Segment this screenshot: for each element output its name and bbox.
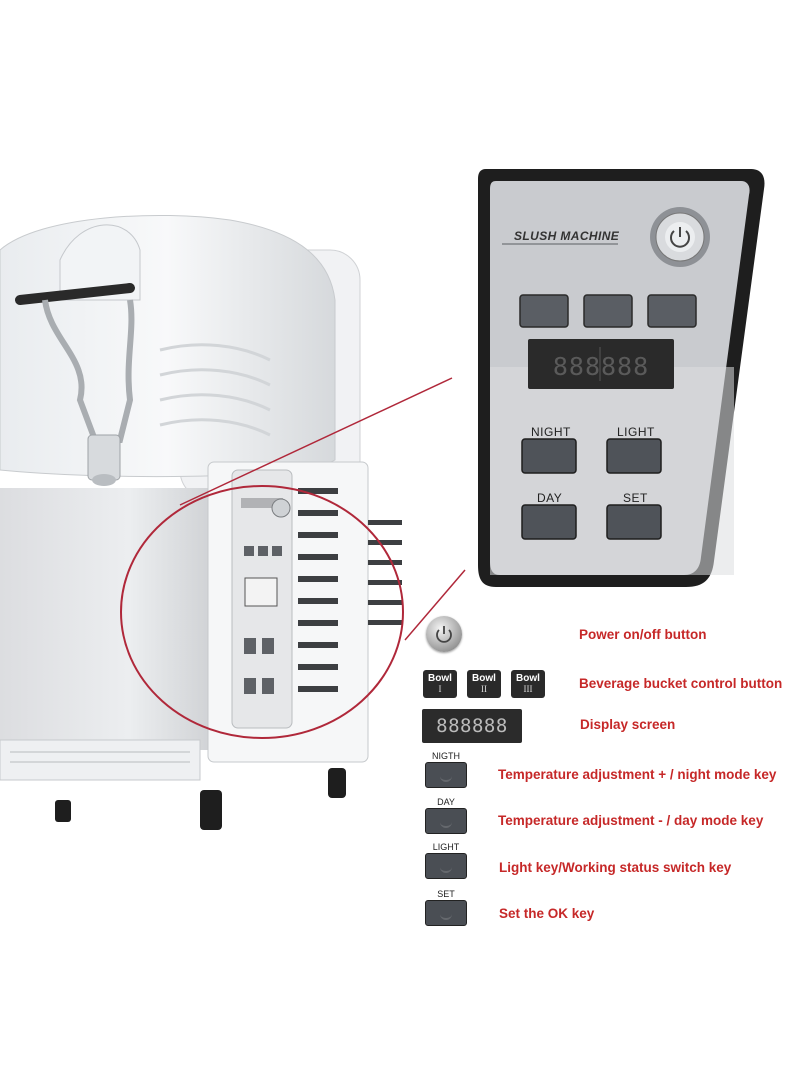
night-key-icon bbox=[425, 762, 467, 788]
legend-display: Display screen bbox=[580, 717, 676, 732]
bowl-1-button[interactable] bbox=[519, 294, 569, 328]
legend-light: Light key/Working status switch key bbox=[499, 860, 732, 875]
day-key[interactable] bbox=[521, 504, 577, 540]
night-label: NIGHT bbox=[531, 425, 571, 439]
set-key-label: SET bbox=[437, 889, 455, 899]
nigth-key-label: NIGTH bbox=[432, 751, 460, 761]
light-key[interactable] bbox=[606, 438, 662, 474]
legend-night: Temperature adjustment + / night mode ke… bbox=[498, 767, 777, 782]
panel-brand: SLUSH MACHINE bbox=[514, 229, 620, 243]
bowl-3-button[interactable] bbox=[647, 294, 697, 328]
light-key-label: LIGHT bbox=[432, 842, 460, 852]
panel-display-digits: 888888 bbox=[552, 352, 650, 381]
led-display bbox=[528, 339, 674, 389]
day-key-label: DAY bbox=[437, 797, 455, 807]
night-key[interactable] bbox=[521, 438, 577, 474]
slush-machine-photo bbox=[0, 214, 466, 830]
legend-day: Temperature adjustment - / day mode key bbox=[498, 813, 764, 828]
legend-bowl: Beverage bucket control button bbox=[579, 676, 783, 691]
control-panel bbox=[478, 169, 765, 587]
power-button[interactable] bbox=[650, 207, 710, 267]
day-key-icon bbox=[425, 808, 467, 834]
bowl-2-button[interactable] bbox=[583, 294, 633, 328]
day-label: DAY bbox=[537, 491, 563, 505]
display-screen-icon: 888888 bbox=[422, 709, 522, 743]
set-label: SET bbox=[623, 491, 648, 505]
light-label: LIGHT bbox=[617, 425, 655, 439]
legend-set: Set the OK key bbox=[499, 906, 595, 921]
set-key-icon bbox=[425, 900, 467, 926]
light-key-icon bbox=[425, 853, 467, 879]
set-key[interactable] bbox=[606, 504, 662, 540]
power-icon bbox=[426, 616, 462, 652]
legend-power: Power on/off button bbox=[579, 627, 707, 642]
